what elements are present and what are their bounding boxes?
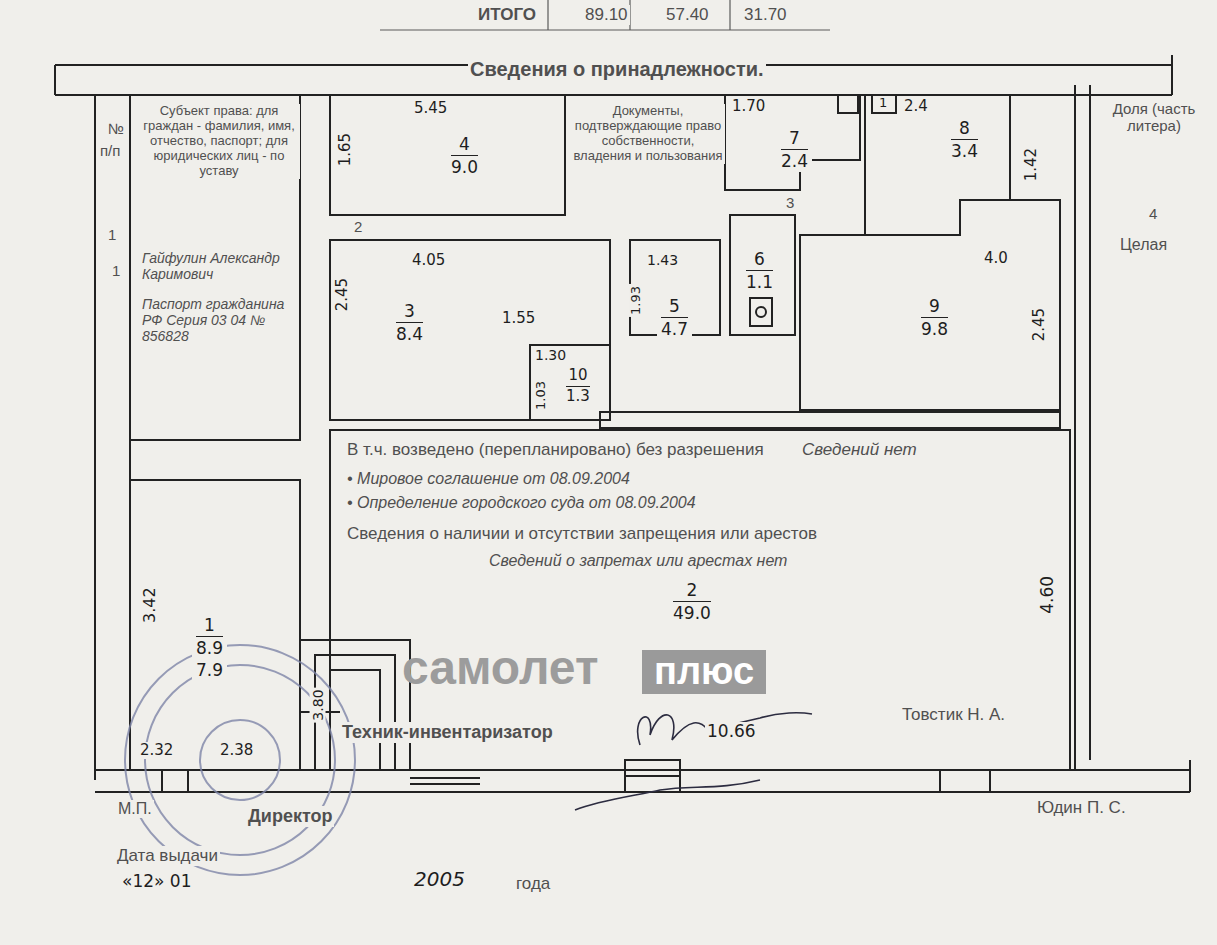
form-text: М.П.	[116, 800, 154, 818]
form-text: • Определение городского суда от 08.09.2…	[345, 494, 698, 512]
room-label: 101.3	[562, 366, 594, 406]
watermark: самолет	[400, 640, 600, 695]
room-area: 7.9	[196, 659, 223, 681]
room-number: 2	[673, 579, 711, 602]
dimension-text: 2.38	[218, 742, 255, 759]
form-text: 1	[110, 262, 122, 279]
form-text: Сведения о наличии и отсутствии запрещен…	[345, 524, 819, 544]
room-number: 8	[951, 117, 978, 140]
dimension-text: 2005	[412, 868, 467, 891]
dimension-text: 10.66	[705, 722, 758, 742]
dimension-text: 1.42	[1023, 146, 1040, 183]
room-number: 9	[921, 295, 948, 318]
form-text: 89.10	[583, 5, 630, 25]
dimension-text: 1.03	[534, 379, 549, 412]
dimension-text: 2.4	[902, 98, 930, 115]
room-number: 1	[196, 614, 223, 637]
dimension-text: 4.0	[982, 250, 1010, 267]
dimension-text: 1.43	[645, 252, 680, 268]
form-text: • Мировое соглашение от 08.09.2004	[345, 470, 632, 488]
form-text: Гайфулин Александр Каримович	[140, 250, 299, 282]
form-text: Сведения о принадлежности.	[468, 58, 766, 81]
room-label: 99.8	[917, 295, 952, 340]
room-area: 3.4	[951, 140, 978, 162]
form-text: 57.40	[664, 5, 711, 25]
room-area: 9.0	[451, 156, 478, 178]
form-text: Сведений о запретах или арестах нет	[487, 552, 789, 570]
room-number: 5	[661, 295, 688, 318]
form-text: Дата выдачи	[115, 846, 220, 866]
room-area: 4.7	[661, 318, 688, 340]
room-area: 8.9	[196, 637, 223, 659]
form-text: Сведений нет	[800, 440, 919, 460]
dimension-text: 1.55	[500, 310, 537, 327]
dimension-text: 1.65	[337, 131, 354, 168]
dimension-text: «12» 01	[120, 872, 193, 892]
form-text: ИТОГО	[476, 5, 538, 25]
form-text: Товстик Н. А.	[900, 705, 1007, 725]
room-label: 249.0	[669, 579, 715, 624]
room-number: 10	[566, 366, 590, 387]
room-label: 18.97.9	[192, 614, 227, 681]
room-area: 1.3	[566, 387, 590, 407]
form-text: Субъект права: для граждан - фамилия, им…	[138, 104, 300, 179]
dimension-text: 2.32	[138, 742, 175, 759]
room-label: 54.7	[657, 295, 692, 340]
room-number: 4	[451, 133, 478, 156]
room-label: 49.0	[447, 133, 482, 178]
dimension-text: 4.60	[1038, 574, 1058, 616]
form-text: 1	[106, 226, 118, 243]
dimension-text: 1.30	[533, 347, 568, 363]
form-text: года	[514, 874, 552, 894]
form-text: 2	[352, 218, 364, 235]
form-text: п/п	[98, 142, 122, 159]
room-label: 38.4	[392, 300, 427, 345]
dimension-text: 5.45	[412, 100, 449, 117]
room-area: 9.8	[921, 318, 948, 340]
room-area: 8.4	[396, 323, 423, 345]
form-text: Директор	[246, 806, 334, 827]
room-number: 6	[746, 248, 773, 271]
dimension-text: 4.05	[410, 252, 447, 269]
form-text: Доля (часть литера)	[1096, 100, 1212, 135]
form-text: Целая	[1118, 236, 1169, 254]
room-area: 2.4	[781, 150, 808, 172]
dimension-text: 2.45	[1031, 306, 1048, 343]
form-text: Паспорт гражданина РФ Серия 03 04 № 8568…	[140, 296, 299, 344]
room-number: 3	[396, 300, 423, 323]
room-area: 1.1	[746, 271, 773, 293]
form-text: Документы, подтверждающие право собствен…	[571, 104, 725, 164]
form-text: 31.70	[742, 5, 789, 25]
room-label: 72.4	[777, 127, 812, 172]
room-label: 83.4	[947, 117, 982, 162]
form-text: Техник-инвентаризатор	[340, 722, 555, 743]
form-text: №	[106, 120, 126, 137]
dimension-text: 3.80	[310, 687, 326, 722]
room-number: 7	[781, 127, 808, 150]
dimension-text: 1	[877, 96, 889, 111]
room-label: 61.1	[742, 248, 777, 293]
form-text: 3	[784, 194, 796, 211]
form-text: В т.ч. возведено (перепланировано) без р…	[345, 440, 766, 460]
form-text: Юдин П. С.	[1035, 798, 1128, 818]
dimension-text: 3.42	[141, 585, 159, 625]
room-area: 49.0	[673, 602, 711, 624]
dimension-text: 2.45	[334, 276, 351, 313]
form-text: 4	[1147, 205, 1159, 222]
dimension-text: 1.70	[730, 98, 767, 115]
dimension-text: 1.93	[629, 284, 644, 317]
watermark: плюс	[642, 650, 766, 694]
